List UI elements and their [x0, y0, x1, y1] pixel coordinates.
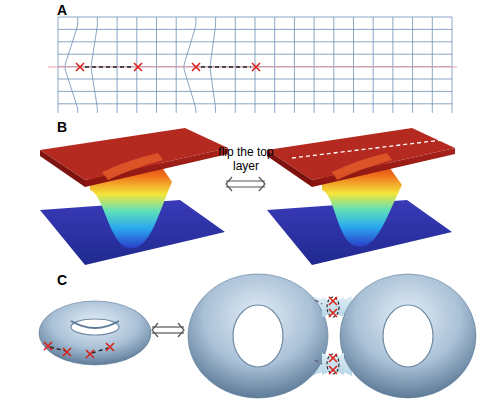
torus-body [188, 274, 328, 398]
grid-line [117, 17, 118, 113]
panel-letter: A [57, 2, 67, 18]
branch-point-cross [329, 297, 337, 305]
sheet-slit [102, 153, 163, 180]
branch-point-cross [329, 309, 337, 317]
branch-point-cross [329, 354, 337, 362]
branch-point-cross [76, 63, 84, 71]
grid-line [65, 17, 78, 113]
grid-line [452, 17, 453, 113]
grid-line [58, 17, 59, 113]
top-sheet-edge [312, 148, 455, 187]
grid-line [353, 17, 354, 113]
grid-line [314, 17, 315, 113]
branch-cut [85, 66, 133, 67]
grid-line [210, 17, 215, 113]
equivalence-arrow [152, 332, 184, 333]
transition-note: flip the top layer [214, 145, 278, 174]
torus-body [39, 301, 151, 365]
branch-cut [201, 66, 251, 67]
branch-cut [315, 360, 322, 364]
panel-letter: C [57, 272, 67, 288]
top-sheet-edge [40, 150, 85, 187]
torus-surface [340, 274, 476, 398]
real-axis [48, 66, 457, 67]
branch-cut [315, 300, 322, 304]
sheet-slit [332, 153, 392, 180]
cut-circle [327, 354, 339, 374]
grid-line [91, 17, 97, 113]
equivalence-arrow-head [226, 177, 265, 191]
torus-hole [71, 319, 119, 335]
connecting-tube [322, 297, 344, 317]
branch-point-cross [134, 63, 142, 71]
flip-marker [292, 140, 442, 158]
grid-line [274, 17, 275, 113]
grid-line [294, 17, 295, 113]
equivalence-arrow [226, 186, 265, 187]
riemann-sheets [267, 128, 455, 265]
branch-point-cross [329, 366, 337, 374]
panel-a-grid [48, 17, 457, 113]
equivalence-arrow-head [152, 323, 184, 337]
torus-hole [383, 305, 433, 367]
riemann-sheets [40, 128, 228, 265]
connecting-tube [322, 353, 344, 375]
grid-line [235, 17, 236, 113]
grid-line [392, 17, 393, 113]
torus-body [340, 274, 476, 398]
grid-line [176, 17, 177, 113]
branch-point-cross [106, 343, 114, 351]
torus-surface [188, 274, 328, 398]
panel-letter: B [57, 119, 67, 135]
grid-line [412, 17, 413, 113]
grid-line [333, 17, 334, 113]
grid-line [373, 17, 374, 113]
equivalence-arrow [226, 180, 265, 181]
torus-surface [39, 301, 151, 365]
cut-circle [327, 297, 339, 317]
branch-point-cross [192, 63, 200, 71]
grid-line [432, 17, 433, 113]
torus-shadow [71, 321, 119, 328]
torus-hole [233, 305, 283, 367]
branch-point-cross [86, 350, 94, 358]
top-sheet-edge [267, 150, 312, 187]
branch-point-cross [63, 348, 71, 356]
top-sheet-edge [85, 148, 228, 187]
equivalence-arrow [152, 326, 184, 327]
grid-line [156, 17, 157, 113]
branch-point-cross [252, 63, 260, 71]
branch-point-cross [44, 342, 52, 350]
